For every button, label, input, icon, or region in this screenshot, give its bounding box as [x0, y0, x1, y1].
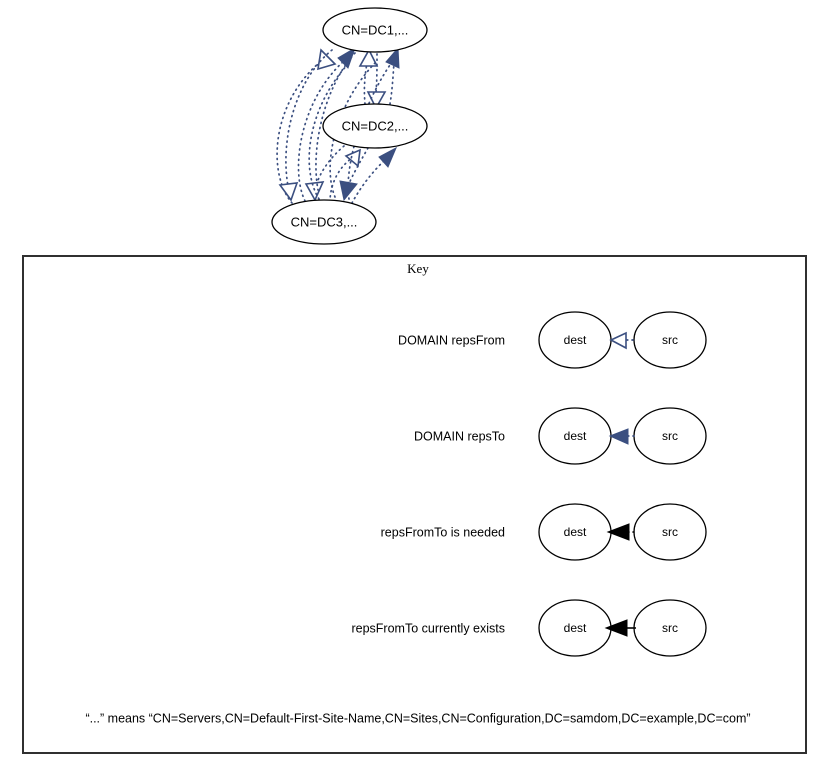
- key-row-2-src-label: src: [662, 525, 678, 539]
- edge-dc3-to-dc2-repsto: [351, 146, 398, 204]
- key-row-3-src-node: src: [633, 599, 707, 657]
- edge-dc3-dc1-tertiary: [329, 62, 376, 198]
- key-row-1-src-node: src: [633, 407, 707, 465]
- key-footer-note: “...” means “CN=Servers,CN=Default-First…: [85, 711, 750, 725]
- node-dc3[interactable]: CN=DC3,...: [271, 199, 377, 245]
- key-row-1-dest-node: dest: [538, 407, 612, 465]
- key-row-3-src-label: src: [662, 621, 678, 635]
- key-row-2-arrow: [606, 523, 635, 541]
- key-row-0-src-label: src: [662, 333, 678, 347]
- key-row-1-dest-label: dest: [564, 429, 587, 443]
- key-row-0-label: DOMAIN repsFrom: [398, 333, 505, 347]
- edge-dc2-to-dc3-repsfrom: [304, 145, 345, 202]
- edge-dc3-dc1-secondary: [308, 63, 349, 200]
- edge-dc1-dc3-secondary: [315, 52, 356, 191]
- key-row-2-dest-node: dest: [538, 503, 612, 561]
- edge-dc1-to-dc3-repsfrom: [278, 49, 333, 202]
- edge-dc3-to-dc1-repsfrom: [276, 48, 337, 204]
- key-border: [22, 255, 807, 754]
- key-row-0-arrow: [609, 331, 634, 350]
- key-row-0-src-node: src: [633, 311, 707, 369]
- key-row-repsfromto-needed: repsFromTo is needed dest src: [381, 503, 707, 561]
- key-row-3-dest-label: dest: [564, 621, 587, 635]
- key-row-1-arrow: [608, 428, 635, 445]
- node-dc3-label: CN=DC3,...: [291, 214, 358, 229]
- node-dc1[interactable]: CN=DC1,...: [322, 7, 428, 53]
- key-title: Key: [407, 261, 429, 276]
- key-row-3-arrow: [604, 619, 636, 637]
- key-row-repsfromto-exists: repsFromTo currently exists dest src: [351, 599, 707, 657]
- key-row-0-dest-label: dest: [564, 333, 587, 347]
- edge-dc2-to-dc1-repsto: [385, 46, 400, 105]
- key-row-3-label: repsFromTo currently exists: [351, 621, 505, 635]
- key-row-domain-repsto: DOMAIN repsTo dest src: [414, 407, 707, 465]
- key-row-2-label: repsFromTo is needed: [381, 525, 505, 539]
- node-dc1-label: CN=DC1,...: [342, 22, 409, 37]
- key-row-2-dest-label: dest: [564, 525, 587, 539]
- key-row-1-label: DOMAIN repsTo: [414, 429, 505, 443]
- key-row-1-src-label: src: [662, 429, 678, 443]
- key-row-2-src-node: src: [633, 503, 707, 561]
- edge-dc1-to-dc2-repsfrom: [366, 53, 387, 110]
- node-dc2[interactable]: CN=DC2,...: [322, 103, 428, 149]
- key-row-3-dest-node: dest: [538, 599, 612, 657]
- key-row-domain-repsfrom: DOMAIN repsFrom dest src: [398, 311, 707, 369]
- edge-dc2-to-dc1-repsfrom: [358, 48, 379, 105]
- key-row-0-dest-node: dest: [538, 311, 612, 369]
- node-dc2-label: CN=DC2,...: [342, 118, 409, 133]
